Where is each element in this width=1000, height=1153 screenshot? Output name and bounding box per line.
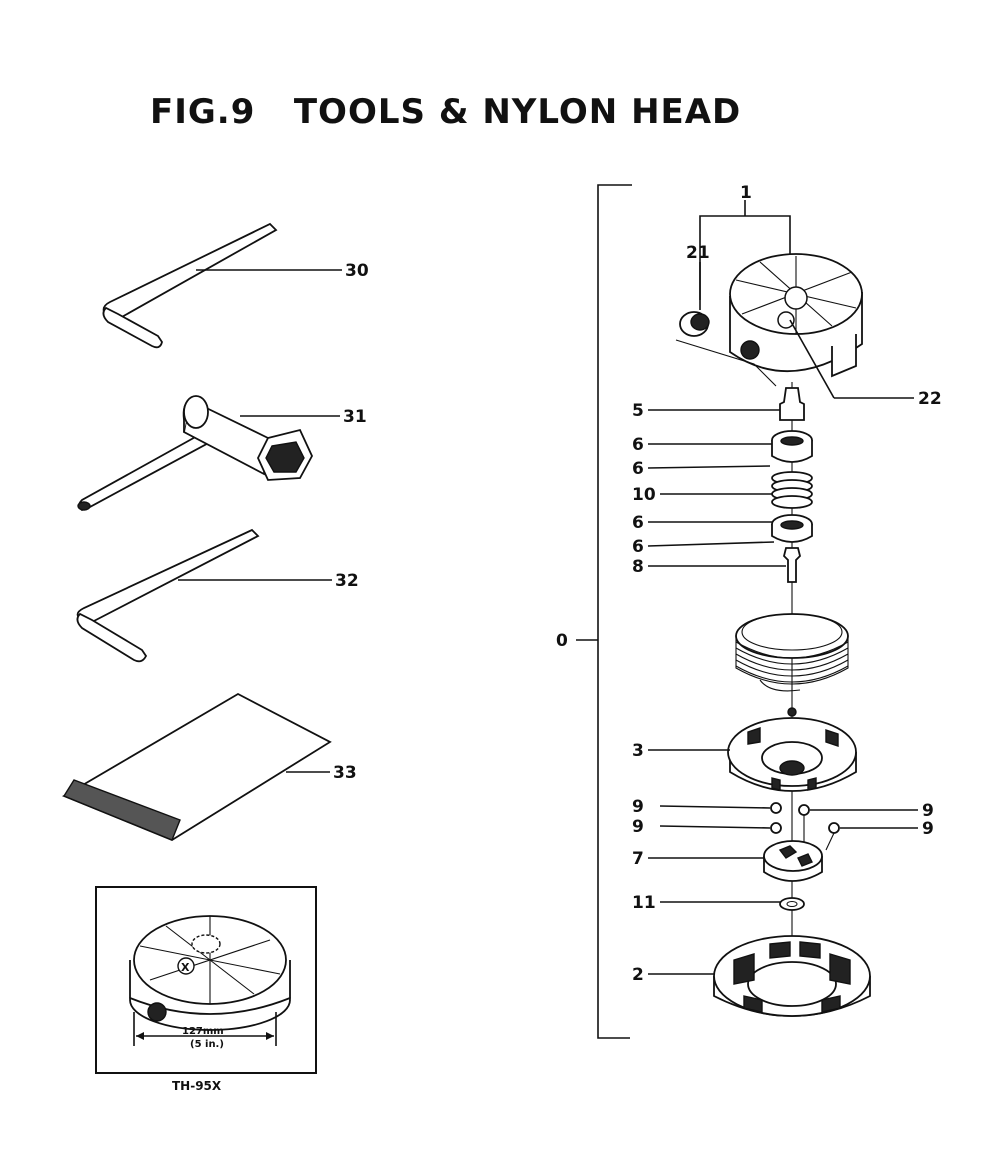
assembly-bracket-0: 0 [556, 184, 632, 1039]
label-9d: 9 [922, 819, 934, 839]
label-30: 30 [345, 261, 369, 281]
label-9b: 9 [922, 801, 934, 821]
label-31: 31 [343, 407, 367, 427]
inset-dimension-mm: 127mm [182, 1026, 224, 1037]
label-1: 1 [740, 183, 752, 203]
nylon-line-coil [735, 613, 849, 692]
label-11: 11 [632, 893, 656, 913]
knob-21: 21 [679, 243, 710, 337]
inset-model: TH-95X [172, 1079, 222, 1093]
spring-10: 10 [632, 471, 813, 509]
label-3: 3 [632, 741, 644, 761]
label-2: 2 [632, 965, 644, 985]
spool-3: 3 [632, 707, 857, 792]
pin-8: 8 [632, 547, 801, 583]
label-21: 21 [686, 243, 710, 263]
label-0: 0 [556, 631, 568, 651]
label-6a: 6 [632, 435, 644, 455]
inset-dimension-in: (5 in.) [190, 1039, 224, 1050]
washer-11: 11 [632, 893, 805, 913]
label-10: 10 [632, 485, 656, 505]
box-wrench-31: 31 [77, 395, 367, 511]
housing-2: 2 [632, 935, 871, 1017]
balls-9: 9 9 9 9 [632, 797, 934, 851]
washer-6-lower: 6 6 [632, 513, 813, 557]
label-9a: 9 [632, 797, 644, 817]
washer-6-upper: 6 6 [632, 430, 813, 479]
label-6c: 6 [632, 513, 644, 533]
label-22: 22 [918, 389, 942, 409]
label-6b: 6 [632, 459, 644, 479]
hex-key-32: 32 [76, 528, 359, 663]
hex-key-30: 30 [102, 222, 369, 349]
figure-title: FIG.9 TOOLS & NYLON HEAD [150, 92, 742, 132]
label-33: 33 [333, 763, 357, 783]
label-9c: 9 [632, 817, 644, 837]
callout-22: 22 [789, 319, 942, 409]
label-8: 8 [632, 557, 644, 577]
label-5: 5 [632, 401, 644, 421]
label-32: 32 [335, 571, 359, 591]
label-6d: 6 [632, 537, 644, 557]
inset-x-marker: X [181, 961, 190, 974]
bolt-5: 5 [632, 387, 805, 421]
hub-7: 7 [632, 840, 823, 882]
inset-th95x: X 127mm (5 in.) TH-95X [95, 886, 317, 1093]
label-7: 7 [632, 849, 644, 869]
callout-1: 1 [699, 183, 791, 300]
envelope-33: 33 [61, 692, 357, 842]
